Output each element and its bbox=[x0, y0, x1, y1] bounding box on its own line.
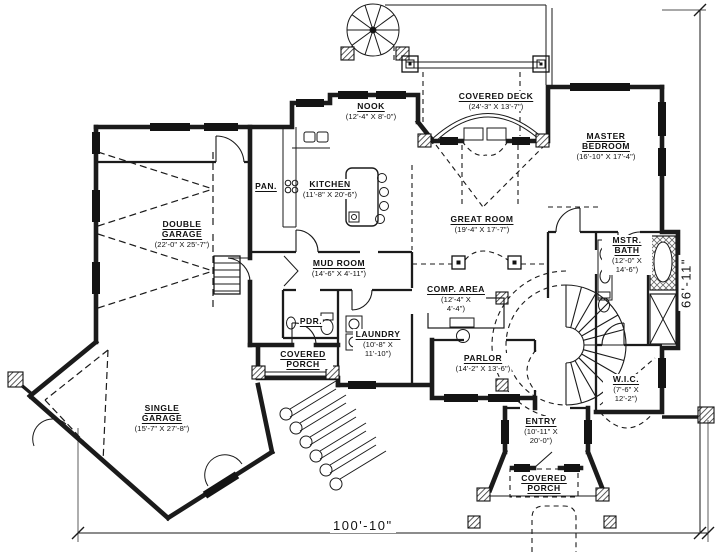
interior-walls bbox=[96, 160, 662, 412]
dimension-lines bbox=[71, 3, 715, 542]
dashed-lines bbox=[351, 46, 656, 552]
columns bbox=[401, 55, 550, 270]
great-room-name: GREAT ROOM bbox=[450, 214, 514, 224]
room-label-pantry: PAN. bbox=[254, 181, 278, 192]
entry-dims: (10'-11" X 20'-0") bbox=[524, 427, 558, 446]
overall-height-dimension: 66'-11" bbox=[678, 255, 694, 311]
covered-deck-name: COVERED DECK bbox=[458, 91, 534, 101]
double-garage-name: DOUBLE GARAGE bbox=[161, 219, 203, 240]
room-label-nook: NOOK (12'-4" X 8'-0") bbox=[344, 101, 398, 122]
single-garage-dims: (15'-7" X 27'-8") bbox=[134, 424, 190, 434]
room-label-wic: W.I.C. (7'-6" X 12'-2") bbox=[603, 374, 649, 404]
double-garage-dims: (22'-0" X 25'-7") bbox=[154, 240, 210, 250]
mud-room-name: MUD ROOM bbox=[312, 258, 366, 268]
mud-room-dims: (14'-6" X 4'-11") bbox=[311, 269, 367, 279]
laundry-dims: (10'-8" X 11'-10") bbox=[363, 340, 393, 359]
kitchen-dims: (11'-8" X 20'-6") bbox=[302, 190, 358, 200]
single-garage-name: SINGLE GARAGE bbox=[141, 403, 183, 424]
room-label-comp-area: COMP. AREA (12'-4" X 4'-4") bbox=[426, 284, 486, 314]
room-label-covered-porch-left: COVERED PORCH bbox=[273, 349, 333, 370]
room-label-parlor: PARLOR (14'-2" X 13'-6") bbox=[454, 353, 512, 374]
comp-area-name: COMP. AREA bbox=[427, 284, 485, 294]
wic-name: W.I.C. bbox=[612, 374, 640, 384]
covered-porch-left-name: COVERED PORCH bbox=[280, 349, 326, 370]
room-label-double-garage: DOUBLE GARAGE (22'-0" X 25'-7") bbox=[153, 219, 211, 250]
laundry-name: LAUNDRY bbox=[355, 329, 401, 339]
room-label-mud-room: MUD ROOM (14'-6" X 4'-11") bbox=[310, 258, 368, 279]
master-bath-name: MSTR. BATH bbox=[612, 235, 642, 256]
comp-area-dims: (12'-4" X 4'-4") bbox=[441, 295, 471, 314]
room-label-covered-deck: COVERED DECK (24'-3" X 13'-7") bbox=[457, 91, 535, 112]
room-label-single-garage: SINGLE GARAGE (15'-7" X 27'-8") bbox=[133, 403, 191, 434]
room-label-master-bath: MSTR. BATH (12'-0" X 14'-6") bbox=[602, 235, 652, 275]
windows bbox=[92, 83, 666, 499]
fixtures bbox=[213, 127, 677, 351]
room-label-kitchen: KITCHEN (11'-8" X 20'-6") bbox=[301, 179, 359, 200]
master-bedroom-dims: (16'-10" X 17'-4") bbox=[576, 152, 636, 162]
parlor-name: PARLOR bbox=[463, 353, 503, 363]
powder-name: PDR. bbox=[299, 316, 323, 326]
spiral-stair bbox=[346, 3, 400, 57]
deck-outline bbox=[262, 4, 600, 497]
room-label-entry: ENTRY (10'-11" X 20'-0") bbox=[515, 416, 567, 446]
master-bedroom-name: MASTER BEDROOM bbox=[582, 131, 630, 152]
entry-name: ENTRY bbox=[525, 416, 557, 426]
kitchen-name: KITCHEN bbox=[309, 179, 351, 189]
master-bath-dims: (12'-0" X 14'-6") bbox=[612, 256, 642, 275]
parlor-dims: (14'-2" X 13'-6") bbox=[455, 364, 511, 374]
covered-porch-bottom-name: COVERED PORCH bbox=[521, 473, 567, 494]
nook-dims: (12'-4" X 8'-0") bbox=[345, 112, 397, 122]
room-label-laundry: LAUNDRY (10'-8" X 11'-10") bbox=[353, 329, 403, 359]
pantry-name: PAN. bbox=[255, 181, 277, 191]
room-label-master-bedroom: MASTER BEDROOM (16'-10" X 17'-4") bbox=[575, 131, 637, 162]
landscape-decor bbox=[32, 380, 387, 491]
nook-name: NOOK bbox=[357, 101, 385, 111]
covered-deck-dims: (24'-3" X 13'-7") bbox=[468, 102, 524, 112]
room-label-covered-porch-bottom: COVERED PORCH bbox=[514, 473, 574, 494]
overall-width-dimension: 100'-10" bbox=[330, 518, 396, 533]
room-label-powder: PDR. bbox=[298, 316, 324, 327]
great-room-dims: (19'-4" X 17'-7") bbox=[454, 225, 510, 235]
wic-dims: (7'-6" X 12'-2") bbox=[613, 385, 639, 404]
room-label-great-room: GREAT ROOM (19'-4" X 17'-7") bbox=[449, 214, 515, 235]
